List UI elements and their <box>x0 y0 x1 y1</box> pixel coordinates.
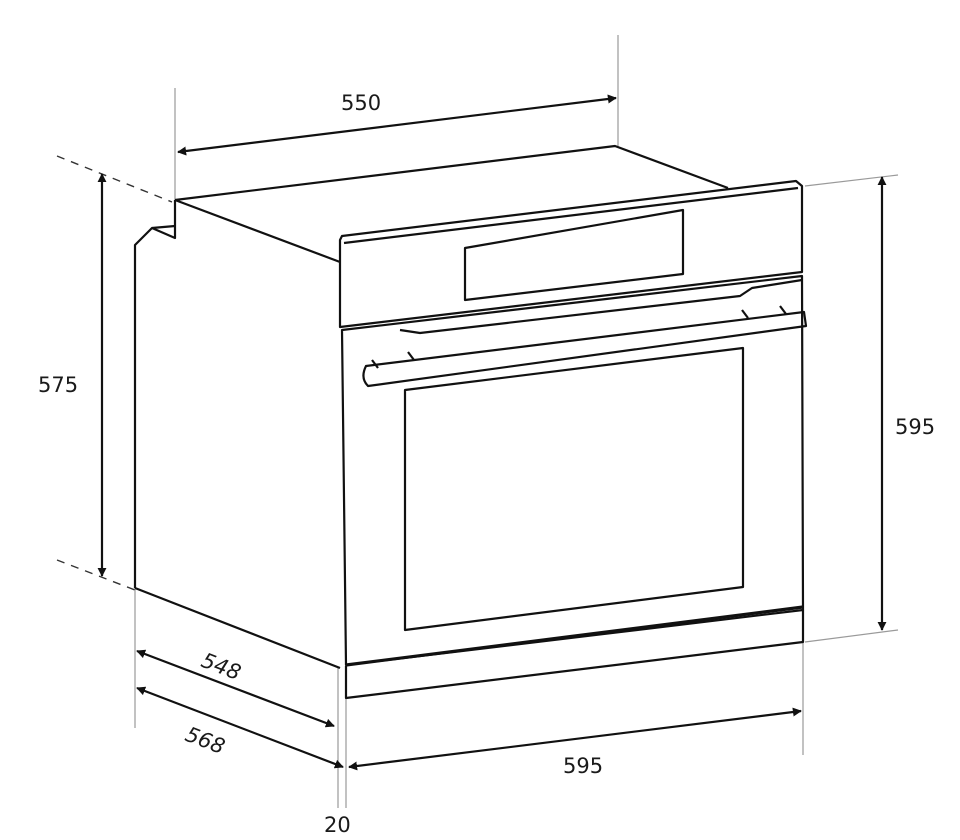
dim-label-575: 575 <box>38 373 79 397</box>
dimension-arrows <box>97 94 887 771</box>
dim-arrow-595-width <box>348 707 802 771</box>
dim-label-20: 20 <box>324 813 351 837</box>
dim-arrow-550 <box>177 94 617 156</box>
dim-label-595-height: 595 <box>895 415 936 439</box>
dim-label-550: 550 <box>341 91 382 115</box>
extension-lines <box>134 35 899 808</box>
dashed-guides <box>56 155 173 591</box>
dim-arrow-568 <box>136 686 344 769</box>
oven-front <box>338 179 808 700</box>
dim-label-595-width: 595 <box>563 754 604 778</box>
